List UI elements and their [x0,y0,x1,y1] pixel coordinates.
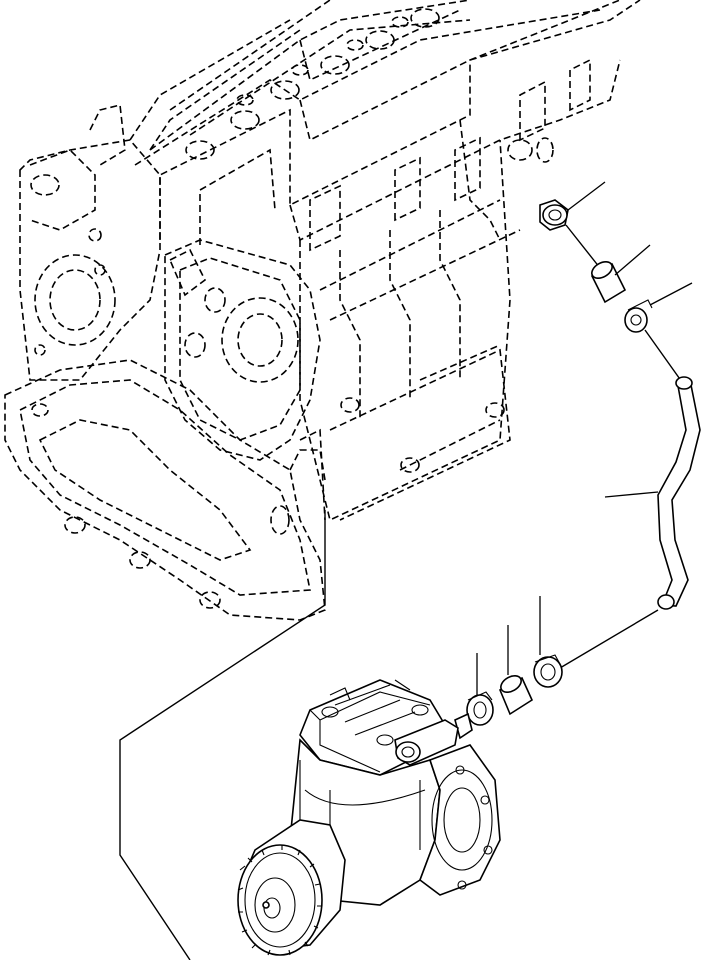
lower-hose-clamp-right [533,656,563,688]
air-compressor [237,679,501,956]
leader-lines [476,181,693,695]
compressor-connector [454,712,473,740]
air-tube [657,378,701,607]
lower-hose-clamp-left [466,694,494,726]
upper-clamp [542,204,568,226]
drive-gear [237,844,323,956]
projection-line [119,510,326,960]
upper-hose-clamp [624,307,648,333]
air-line [454,199,701,740]
engine-block [4,0,641,621]
